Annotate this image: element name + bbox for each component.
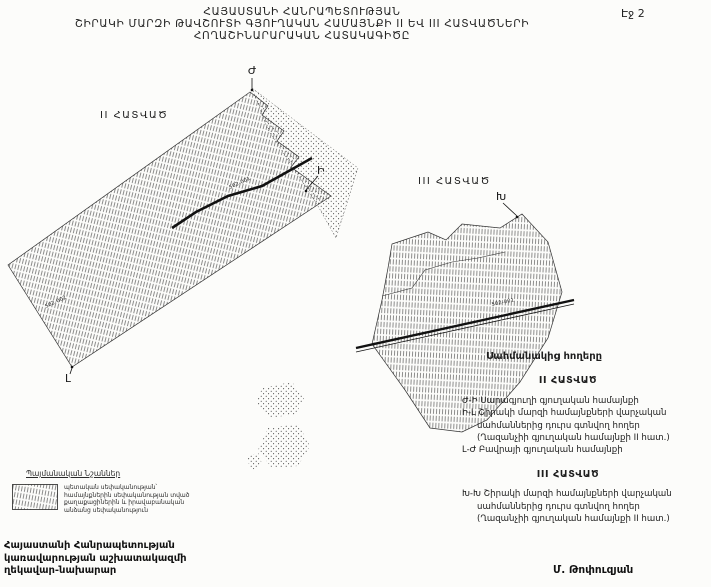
point-i-label: Ի	[317, 164, 325, 177]
boundary-points: Ժ Ի Խ Լ	[65, 64, 519, 385]
point-i-marker	[304, 189, 308, 193]
boundary-entry: Ժ-Ի Սարագյուղի գյուղական համայնքի	[462, 395, 639, 406]
legend-description-line: համայնքներին սեփականության տված	[64, 491, 190, 499]
point-l-tick	[69, 367, 73, 375]
legend-description-line: պետական սեփականության՝	[64, 484, 157, 491]
hatched-area-swatch	[12, 484, 58, 510]
section2-hatched-area	[7, 91, 332, 368]
signature-name: Մ. Թոփուզյան	[553, 564, 634, 576]
boundary-entry: Խ-Խ Շիրակի մարզի համայնքների վարչական	[462, 489, 672, 500]
point-l-marker	[70, 365, 74, 369]
title-line-1: ՀԱՅԱՍՏԱՆԻ ՀԱՆՐԱՊԵՏՈՒԹՅԱՆ	[203, 6, 401, 18]
boundary-entry-continuation: սահմաններից դուրս գտնվող հողեր	[477, 420, 640, 431]
legend-title: Պայմանական Նշաններ	[26, 469, 121, 478]
section3-road-line-thick	[355, 298, 575, 350]
document-title: ՀԱՅԱՍՏԱՆԻ ՀԱՆՐԱՊԵՏՈՒԹՅԱՆ ՇԻՐԱԿԻ ՄԱՐԶԻ ԹԱ…	[0, 6, 604, 42]
boundary-entry-note: (Ղազանչիի գյուղական համայնքի II հատ.)	[477, 514, 670, 525]
legend-description-line: քաղաքացիներին և իրավաբանական	[64, 499, 185, 506]
section3-map-label: III ՀԱՏՎԱԾ	[418, 176, 491, 187]
stippled-patches	[246, 382, 310, 470]
issuing-authority-line: Հայաստանի Հանրապետության	[4, 540, 175, 551]
section3-road-line-thin	[355, 303, 575, 353]
section2-boundary-road-line	[171, 156, 313, 230]
section2-parcel: 502-001 502-002	[7, 87, 359, 368]
point-zh-label: Ժ	[248, 64, 257, 77]
section3-subheading: III ՀԱՏՎԱԾ	[536, 468, 600, 480]
section2-map-label: II ՀԱՏՎԱԾ	[100, 110, 168, 121]
legend-description-line: անձանց սեփականություն	[64, 506, 149, 514]
stipple-patch	[256, 382, 304, 418]
legend-description: պետական սեփականության՝ համայնքներին սեփա…	[64, 484, 189, 514]
point-zh-marker	[250, 88, 254, 92]
boundary-entry: Ի-Լ Շիրակի մարզի համայնքների վարչական	[462, 408, 667, 419]
point-l-label: Լ	[65, 372, 71, 385]
point-kh-tick	[502, 202, 518, 217]
page-number: Էջ 2	[621, 7, 645, 20]
boundary-entry: Լ-Ժ Բավրայի գյուղական համայնքի	[462, 445, 623, 456]
section2-subheading: II ՀԱՏՎԱԾ	[538, 375, 598, 387]
adjacent-lands-heading: Սահմանակից հողերը	[486, 351, 603, 362]
title-line-2: ՇԻՐԱԿԻ ՄԱՐԶԻ ԹԱՎՇՈՒՏԻ ԳՅՈՒՂԱԿԱՆ ՀԱՄԱՅՆՔԻ…	[74, 18, 530, 30]
title-line-3: ՀՈՂԱՇԻՆԱՐԱՐԱԿԱՆ ՀԱՏԱԿԱԳԻԾԸ	[193, 30, 411, 42]
point-kh-label: Խ	[496, 190, 506, 203]
parcel-code-label: 502-001	[491, 297, 515, 308]
boundary-entry-continuation: սահմաններից դուրս գտնվող հողեր	[477, 501, 640, 512]
issuing-authority: Հայաստանի Հանրապետության կառավարության ա…	[4, 540, 187, 578]
legend: Պայմանական Նշաններ պետական սեփականության…	[10, 469, 200, 514]
section3-parcel: 502-001	[355, 213, 575, 433]
boundary-entry-note: (Ղազանչիի գյուղական համայնքի II հատ.)	[477, 433, 670, 444]
point-kh-marker	[515, 215, 519, 219]
adjacent-lands-panel: Սահմանակից հողերը II ՀԱՏՎԱԾ Ժ-Ի Սարագյու…	[450, 351, 706, 525]
point-i-tick	[305, 175, 319, 191]
stipple-patch	[246, 452, 262, 470]
section3-contour-line	[381, 251, 506, 297]
issuing-authority-line: կառավարության աշխատակազմի	[4, 552, 187, 564]
issuing-authority-line: ղեկավար-նախարար	[4, 565, 117, 576]
stipple-patch	[258, 424, 310, 468]
legend-swatch-rect	[12, 484, 58, 510]
